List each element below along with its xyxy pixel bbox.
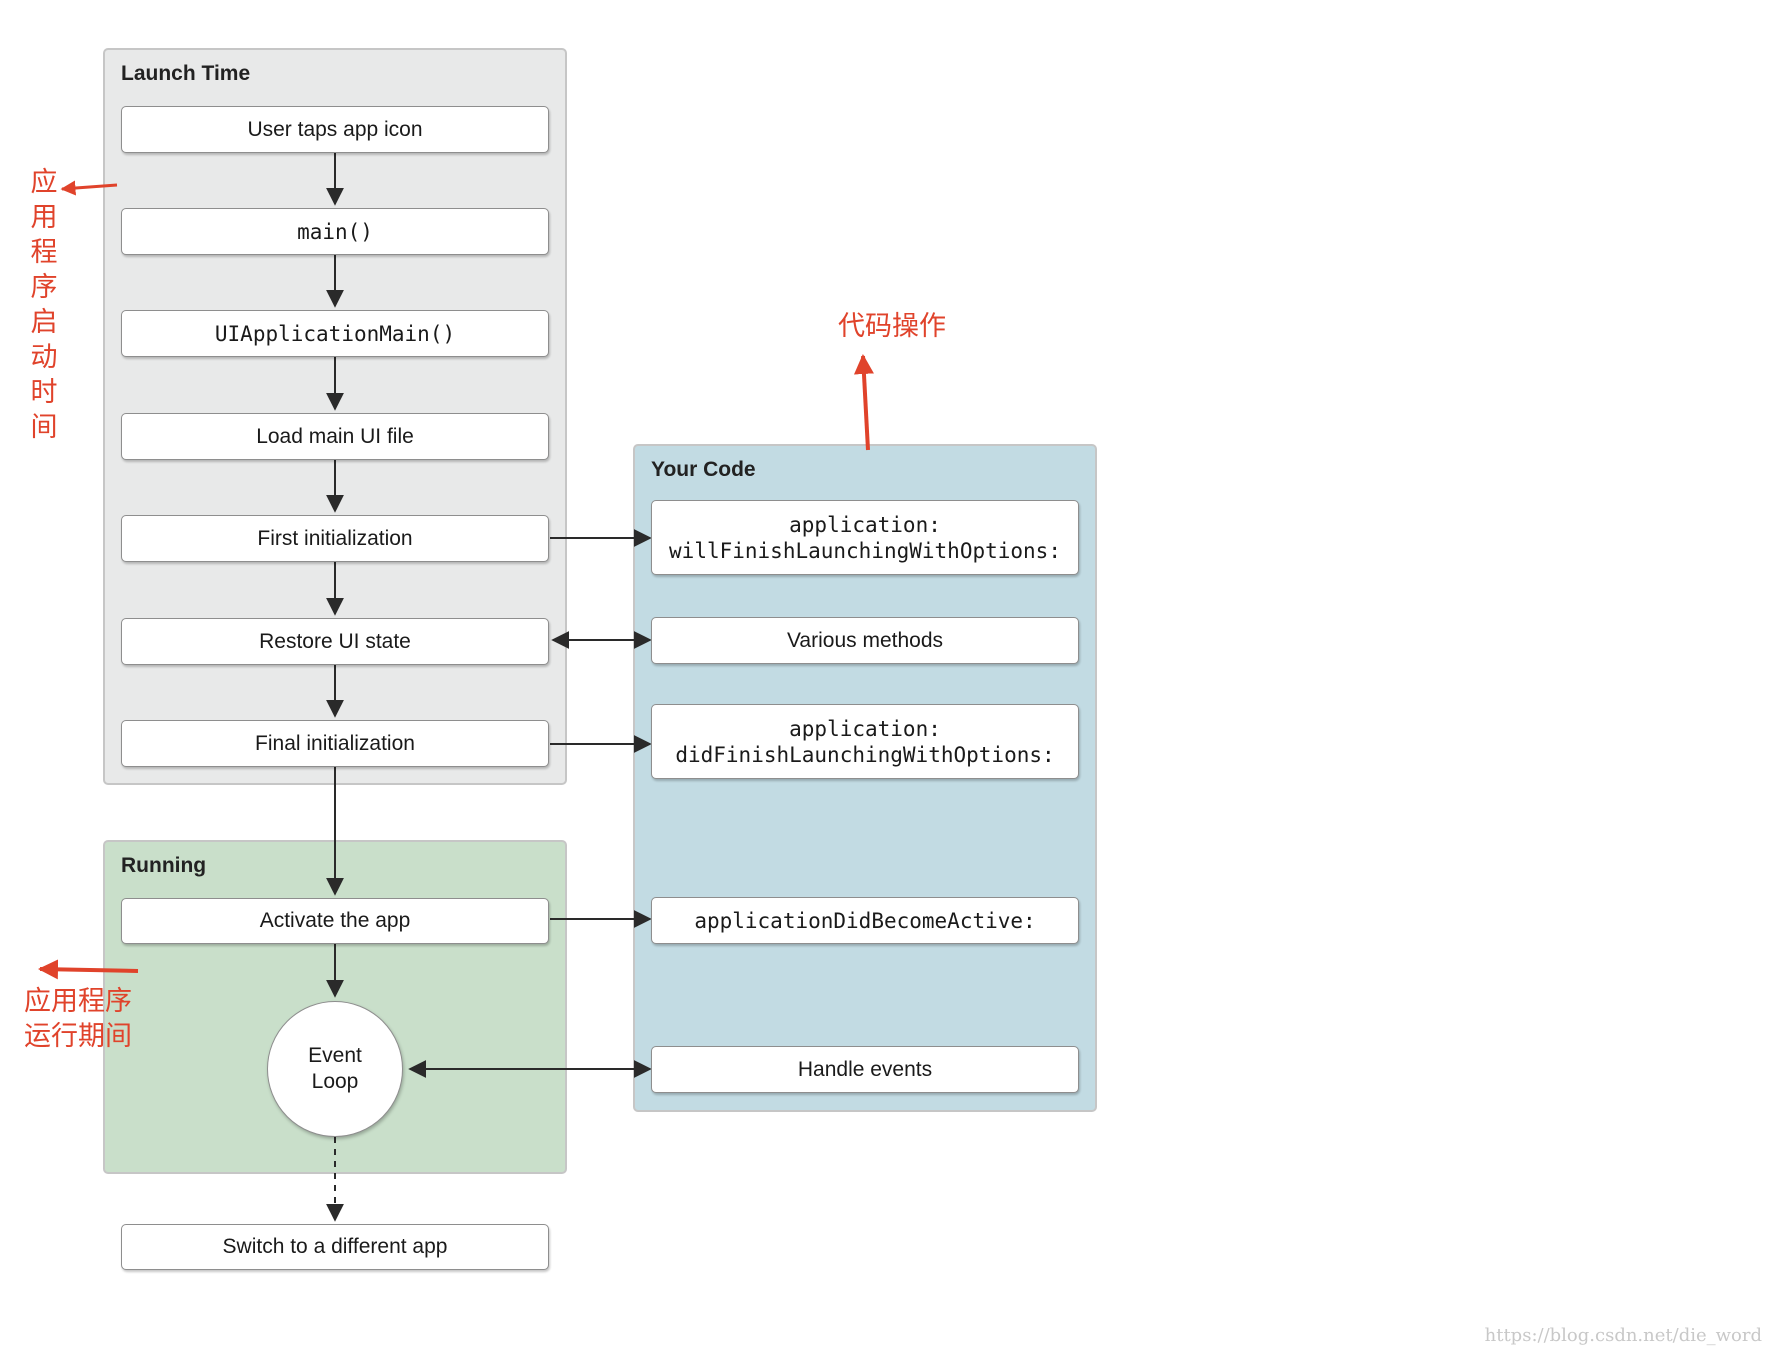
step-activate-the-app: Activate the app xyxy=(121,898,549,944)
step-final-initialization: Final initialization xyxy=(121,720,549,767)
code-will-line2: willFinishLaunchingWithOptions: xyxy=(669,538,1061,563)
event-loop-line1: Event xyxy=(308,1044,362,1067)
running-title: Running xyxy=(121,854,207,877)
step-first-initialization: First initialization xyxy=(121,515,549,562)
code-handle-events: Handle events xyxy=(651,1046,1079,1093)
step-main: main() xyxy=(121,208,549,255)
step-restore-ui-state: Restore UI state xyxy=(121,618,549,665)
code-did-finish-launching: application: didFinishLaunchingWithOptio… xyxy=(651,704,1079,779)
step-load-main-ui-file: Load main UI file xyxy=(121,413,549,460)
step-user-taps-app-icon: User taps app icon xyxy=(121,106,549,153)
code-will-line1: application: xyxy=(789,512,941,537)
code-operations-annotation: 代码操作 xyxy=(838,311,946,342)
code-will-finish-launching: application: willFinishLaunchingWithOpti… xyxy=(651,500,1079,575)
launch-time-annotation: 应 用 程 序 启 动 时 间 xyxy=(30,167,58,443)
step-uiapplicationmain: UIApplicationMain() xyxy=(121,310,549,357)
event-loop-circle: Event Loop xyxy=(267,1001,403,1137)
your-code-title: Your Code xyxy=(651,458,756,481)
launch-time-title: Launch Time xyxy=(121,62,251,85)
code-various-methods: Various methods xyxy=(651,617,1079,664)
code-did-line1: application: xyxy=(789,716,941,741)
code-did-line2: didFinishLaunchingWithOptions: xyxy=(675,742,1055,767)
step-switch-to-different-app: Switch to a different app xyxy=(121,1224,549,1270)
code-did-become-active: applicationDidBecomeActive: xyxy=(651,897,1079,944)
blog-watermark: https://blog.csdn.net/die_word xyxy=(1484,1325,1762,1346)
event-loop-line2: Loop xyxy=(311,1070,359,1093)
running-annotation: 应用程序 运行期间 xyxy=(24,986,132,1052)
